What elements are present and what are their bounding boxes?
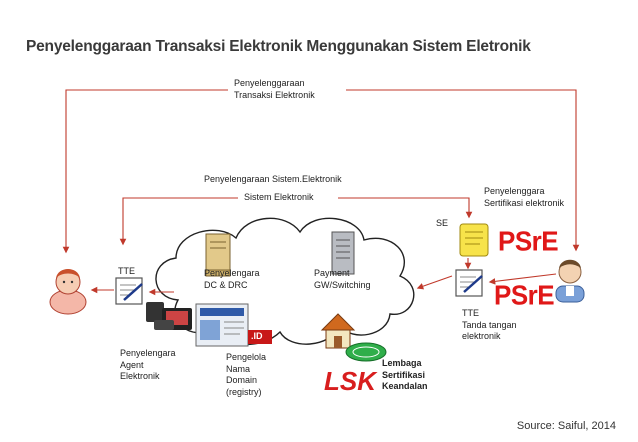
pse-label: Penyelengaraan Sistem.Elektronik (204, 174, 342, 184)
psre-top-logo: PSrE (498, 225, 559, 257)
source-caption: Source: Saiful, 2014 (516, 420, 616, 432)
server-icon (205, 233, 231, 277)
domain-registry-label: Pengelola Nama Domain (registry) (226, 352, 267, 397)
tte-left-document-icon (115, 277, 143, 305)
house-icon (320, 313, 356, 349)
pte-connector (62, 89, 580, 254)
sistem-connector (119, 197, 473, 246)
tte-right-document-icon (455, 269, 483, 297)
cloud-shape (155, 217, 415, 346)
dc-drc-label: Penyelengara DC & DRC (204, 268, 260, 290)
agent-devices-icon (146, 302, 192, 330)
lsk-logo: LSK (324, 366, 376, 396)
se-certificate-icon (459, 223, 489, 257)
id-domain-logo-text: .ID (251, 331, 263, 341)
lsk-name-label: Lembaga Sertifikasi Keandalan (382, 358, 428, 391)
pte-label: Penyelenggaraan Transaksi Elektronik (234, 78, 315, 100)
psre-org-label: Penyelenggara Sertifikasi elektronik (484, 186, 565, 208)
tte-left-label: TTE (118, 266, 135, 276)
domain-registry-icon (195, 303, 249, 347)
arrow-user-to-tte (488, 273, 557, 285)
user-left-icon (49, 269, 87, 315)
user-right-icon (555, 259, 585, 303)
tte-right-label: TTE Tanda tangan elektronik (462, 308, 517, 341)
agent-label: Penyelengara Agent Elektronik (120, 348, 176, 381)
payment-gateway-label: Payment GW/Switching (314, 268, 371, 290)
diagram-title: Penyelenggaraan Transaksi Elektronik Men… (26, 38, 531, 55)
se-label: SE (436, 218, 449, 228)
lsk-seal-icon (345, 342, 387, 362)
arrow-psre-to-cloud (416, 275, 453, 290)
psre-bottom-logo: PSrE (494, 279, 555, 311)
id-domain-logo (248, 330, 272, 344)
sistem-label: Sistem Elektronik (242, 192, 316, 204)
payment-gateway-icon (331, 231, 355, 275)
